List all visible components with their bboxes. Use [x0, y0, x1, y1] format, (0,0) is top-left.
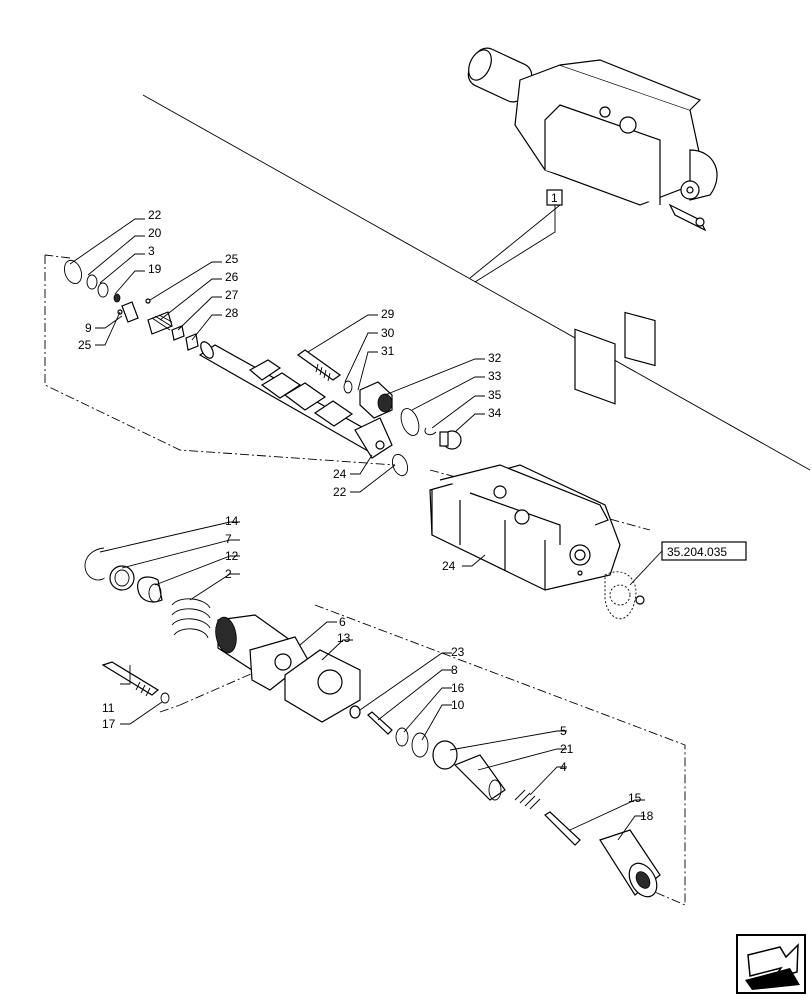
callout-4: 4	[560, 760, 567, 774]
callout-31: 31	[381, 344, 395, 358]
callout-27: 27	[225, 288, 239, 302]
callout-24-spool: 24	[333, 467, 347, 481]
callout-6: 6	[339, 615, 346, 629]
callout-labels: 22 20 3 19 9 25 25 26 27 28 29 30 31 32 …	[78, 208, 654, 823]
valve-body	[429, 464, 621, 591]
callout-8: 8	[451, 663, 458, 677]
callout-9: 9	[85, 321, 92, 335]
valve-assembly-overview	[467, 47, 718, 405]
callout-28: 28	[225, 306, 239, 320]
callout-1: 1	[551, 191, 558, 205]
callout-34: 34	[488, 406, 502, 420]
lower-left-parts	[84, 547, 361, 723]
callout-20: 20	[148, 226, 162, 240]
callout-5: 5	[560, 724, 567, 738]
callout-16: 16	[451, 681, 465, 695]
callout-23: 23	[451, 645, 465, 659]
reference-label: 35.204.035	[667, 545, 727, 559]
callout-11: 11	[102, 701, 115, 715]
callout-24-body: 24	[442, 559, 456, 573]
callout-15: 15	[628, 791, 642, 805]
upper-seals-group	[63, 259, 199, 351]
callout-18: 18	[640, 809, 654, 823]
callout-13: 13	[337, 631, 351, 645]
leader-lines	[69, 218, 645, 841]
callout-32: 32	[488, 351, 502, 365]
callout-30: 30	[381, 326, 395, 340]
callout-22-lower: 22	[333, 485, 347, 499]
reference-plug	[604, 571, 645, 619]
callout-17: 17	[102, 717, 116, 731]
callout-7: 7	[225, 532, 232, 546]
callout-3: 3	[148, 244, 155, 258]
lower-right-parts	[349, 705, 661, 898]
spool	[198, 341, 393, 459]
callout-2: 2	[225, 567, 232, 581]
callout-19: 19	[148, 262, 162, 276]
callout-box-1	[546, 189, 563, 206]
callout-25-left: 25	[78, 338, 92, 352]
callout-14: 14	[225, 514, 239, 528]
callout-10: 10	[451, 698, 465, 712]
callout-29: 29	[381, 307, 395, 321]
callout-22-top: 22	[148, 208, 162, 222]
callout-26: 26	[225, 270, 239, 284]
reference-lines	[142, 94, 811, 471]
callout-12: 12	[225, 549, 239, 563]
pilot-parts	[296, 349, 462, 477]
next-page-arrow-icon[interactable]	[736, 934, 806, 994]
callout-21: 21	[560, 742, 574, 756]
callout-35: 35	[488, 388, 502, 402]
callout-25-right: 25	[225, 252, 239, 266]
callout-33: 33	[488, 369, 502, 383]
